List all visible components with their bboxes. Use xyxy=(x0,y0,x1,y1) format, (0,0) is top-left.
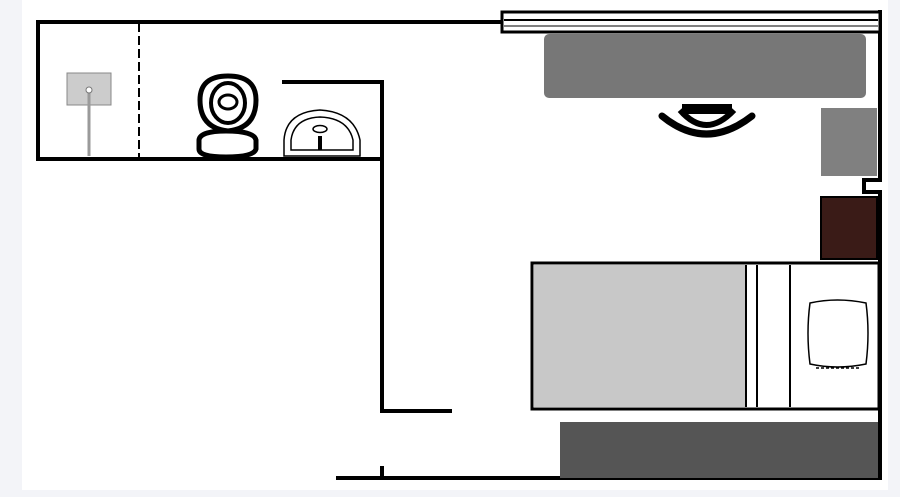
pillow-icon xyxy=(807,299,869,369)
radiator xyxy=(560,422,878,478)
nightstand xyxy=(820,196,878,260)
page-margin-left xyxy=(0,0,22,497)
window xyxy=(500,10,882,34)
page-margin-right xyxy=(888,0,900,497)
toilet-icon xyxy=(196,73,259,160)
desk-chair-icon xyxy=(658,104,756,138)
desk xyxy=(544,34,866,98)
shower-head-icon xyxy=(66,72,112,156)
page-margin-bottom xyxy=(0,490,900,497)
sink-icon xyxy=(283,109,361,157)
wardrobe xyxy=(821,108,877,176)
